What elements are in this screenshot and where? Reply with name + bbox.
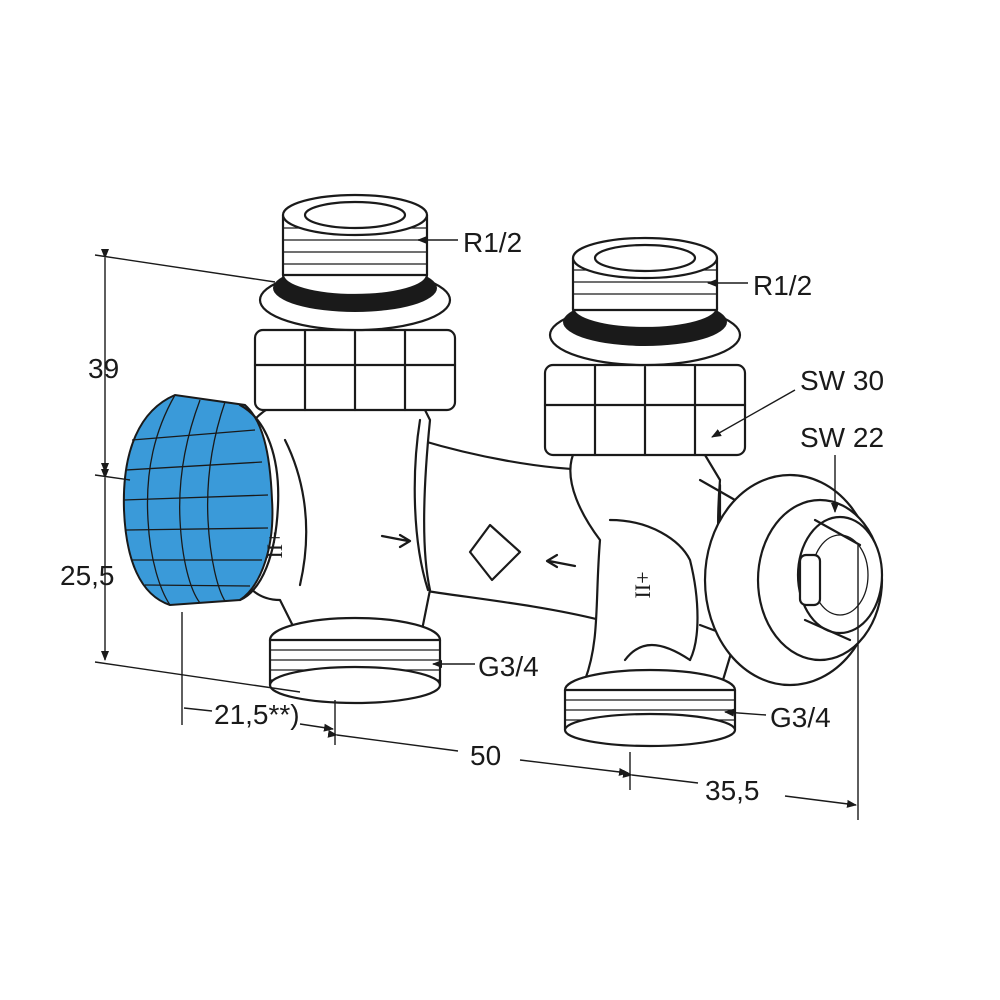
left-outlet-thread-label: R1/2 — [463, 227, 522, 258]
left-inlet-thread — [268, 616, 442, 705]
left-outlet-fitting — [253, 193, 457, 412]
right-outlet-fitting — [543, 236, 747, 457]
callout-leaders — [417, 236, 839, 717]
left-port-marking: II+ — [262, 531, 287, 558]
wrench-size-nut-label: SW 30 — [800, 365, 884, 396]
valve-body — [226, 398, 742, 692]
manufacturer-logo-icon — [468, 523, 522, 582]
spacing-center-dimension: 50 — [470, 740, 501, 771]
dimension-lines — [94, 249, 859, 820]
left-inlet-thread-label: G3/4 — [478, 651, 539, 682]
flow-arrow-right-icon — [380, 533, 412, 549]
wrench-size-cap-label: SW 22 — [800, 422, 884, 453]
flow-arrow-left-icon — [545, 553, 577, 569]
right-port-marking: II+ — [630, 571, 655, 598]
height-lower-dimension: 25,5 — [60, 560, 115, 591]
right-inlet-thread-label: G3/4 — [770, 702, 831, 733]
offset-right-dimension: 35,5 — [705, 775, 760, 806]
handwheel — [122, 393, 280, 607]
right-inlet-thread — [563, 668, 737, 748]
offset-left-dimension: 21,5**) — [214, 699, 300, 730]
height-upper-dimension: 39 — [88, 353, 119, 384]
right-outlet-thread-label: R1/2 — [753, 270, 812, 301]
side-cap — [703, 473, 884, 687]
